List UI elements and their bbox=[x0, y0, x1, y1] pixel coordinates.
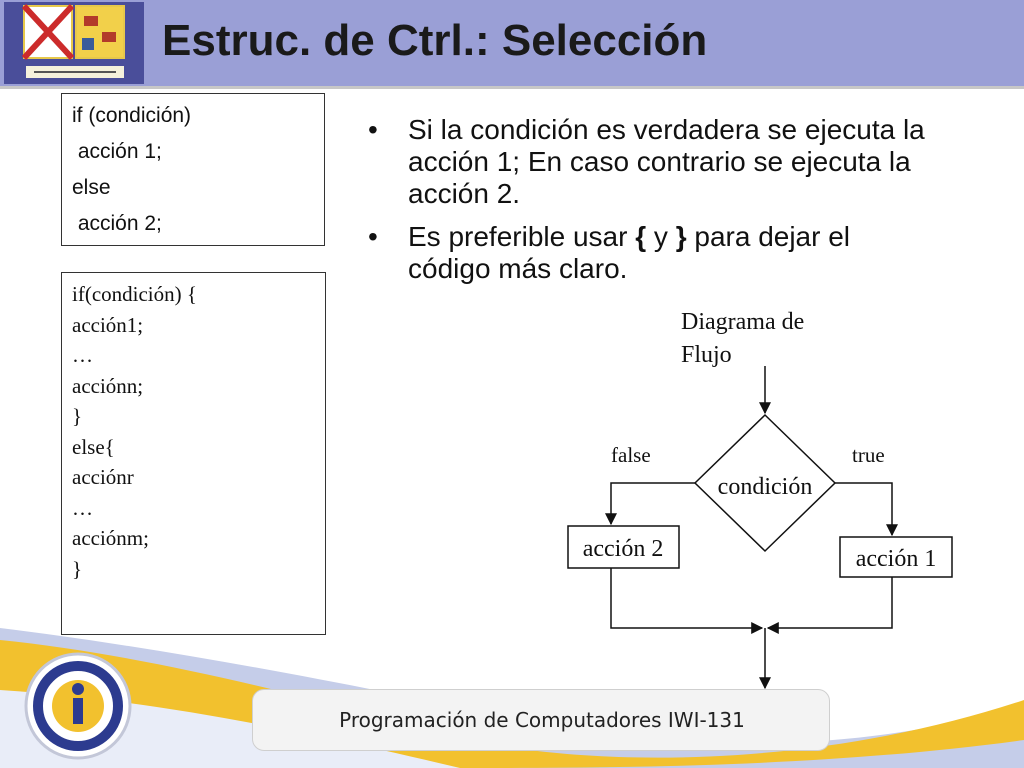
code-line: else{ bbox=[72, 434, 115, 459]
bullet-list: Si la condición es verdadera se ejecuta … bbox=[366, 114, 926, 296]
university-crest-icon bbox=[4, 2, 144, 84]
action-true-label: acción 1 bbox=[856, 546, 937, 572]
bullet-item: Es preferible usar { y } para dejar el c… bbox=[366, 221, 926, 285]
action-false-label: acción 2 bbox=[583, 536, 664, 562]
code-box-simple: if (condición) acción 1; else acción 2; bbox=[61, 93, 325, 246]
code-line: … bbox=[72, 343, 93, 367]
bullet-text-pre: Es preferible usar bbox=[408, 221, 636, 252]
false-label: false bbox=[611, 443, 651, 467]
false-branch-arrow bbox=[605, 482, 695, 526]
bullet-open-brace: { bbox=[635, 221, 647, 252]
condition-label: condición bbox=[718, 474, 813, 500]
code-line: acciónm; bbox=[72, 526, 149, 550]
code-line: … bbox=[72, 495, 93, 520]
code-line: } bbox=[72, 556, 83, 581]
bullet-text: Si la condición es verdadera se ejecuta … bbox=[408, 114, 925, 209]
footer-banner: Programación de Computadores IWI-131 bbox=[252, 689, 830, 751]
footer-text: Programación de Computadores IWI-131 bbox=[339, 708, 745, 732]
action-true-box bbox=[839, 536, 953, 578]
code-line: if(condición) { bbox=[72, 282, 197, 306]
bullet-text-mid: y bbox=[646, 221, 676, 252]
code-line: acciónn; bbox=[72, 373, 144, 398]
code-line: acciónr bbox=[72, 465, 134, 489]
code-line: acción 2; bbox=[72, 212, 162, 235]
bullet-item: Si la condición es verdadera se ejecuta … bbox=[366, 114, 926, 210]
code-line: acción1; bbox=[72, 312, 144, 337]
merge-right-arrow bbox=[766, 577, 893, 634]
code-line: else bbox=[72, 176, 111, 199]
bullet-text-post: para dejar el código más claro. bbox=[408, 221, 851, 284]
flow-title-line2: Flujo bbox=[681, 342, 732, 368]
header-divider bbox=[0, 86, 1024, 89]
code-line: acción 1; bbox=[72, 140, 162, 163]
true-label: true bbox=[852, 443, 885, 467]
merge-left-arrow bbox=[610, 568, 764, 634]
true-branch-arrow bbox=[835, 482, 898, 537]
code-line: if (condición) bbox=[72, 104, 192, 127]
flow-title-line1: Diagrama de bbox=[681, 309, 804, 335]
slide-title: Estruc. de Ctrl.: Selección bbox=[162, 16, 708, 65]
bullet-close-brace: } bbox=[675, 221, 687, 252]
decision-diamond bbox=[693, 413, 837, 553]
code-box-block: if(condición) { acción1; … acciónn; } el… bbox=[61, 272, 326, 635]
ring-i-logo-icon bbox=[24, 652, 132, 760]
header-bar bbox=[0, 0, 1024, 86]
action-false-box bbox=[567, 525, 680, 569]
code-line: } bbox=[72, 404, 83, 428]
